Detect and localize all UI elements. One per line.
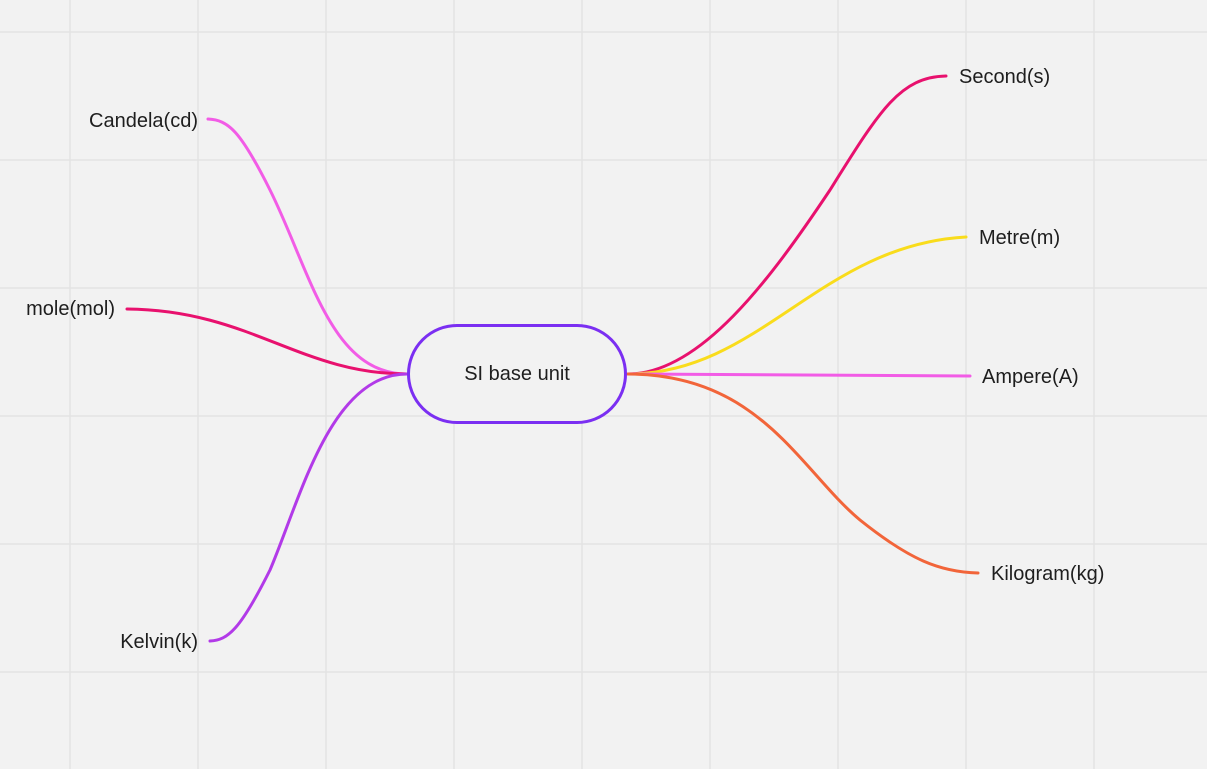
- branch-label-kelvin[interactable]: Kelvin(k): [120, 631, 198, 653]
- branch-label-second[interactable]: Second(s): [959, 66, 1051, 88]
- branch-label-kilogram[interactable]: Kilogram(kg): [991, 563, 1105, 585]
- branch-label-ampere[interactable]: Ampere(A): [982, 366, 1079, 388]
- connector-mole[interactable]: [125, 307, 409, 376]
- branch-label-mole[interactable]: mole(mol): [26, 298, 115, 320]
- branch-label-candela[interactable]: Candela(cd): [89, 110, 198, 132]
- connector-ampere[interactable]: [626, 372, 972, 378]
- connector-second[interactable]: [626, 74, 948, 376]
- connector-kelvin[interactable]: [208, 372, 409, 643]
- connector-candela[interactable]: [206, 117, 409, 376]
- central-node-label: SI base unit: [464, 362, 570, 385]
- connector-metre[interactable]: [626, 235, 968, 376]
- connector-kilogram[interactable]: [626, 372, 980, 575]
- central-node[interactable]: SI base unit: [407, 324, 627, 424]
- branch-label-metre[interactable]: Metre(m): [979, 227, 1061, 249]
